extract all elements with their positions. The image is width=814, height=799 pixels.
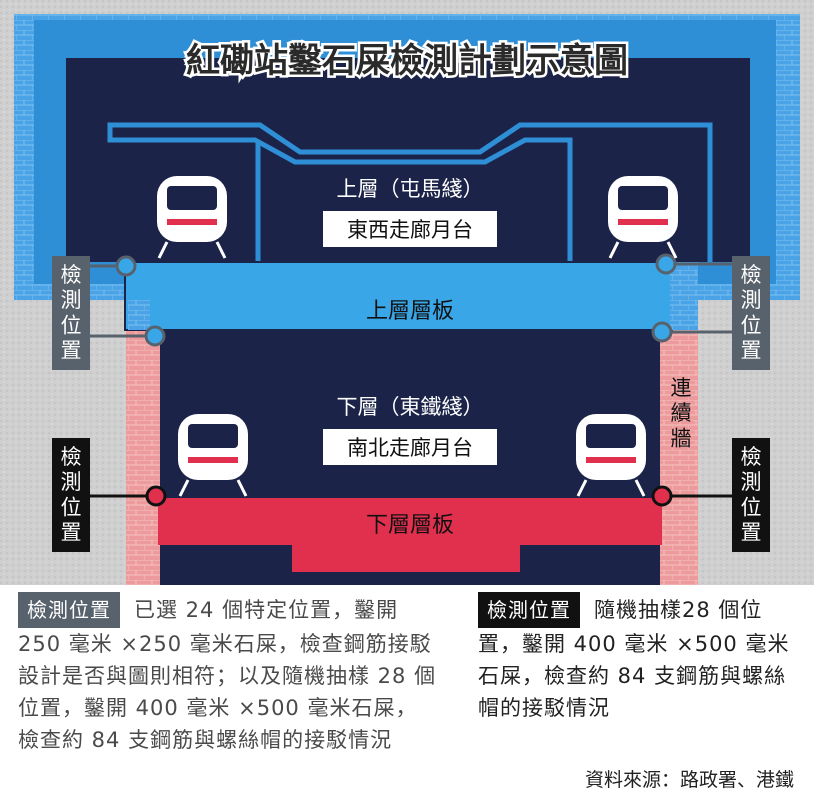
inspect-tag-upper-left [52, 256, 90, 370]
inspect-tag-lower-left [52, 438, 90, 552]
legend-black: 檢測位置隨機抽樣28 個位置，鑿開 400 毫米 ×500 毫米石屎，檢查約 8… [478, 592, 798, 724]
lower-slab-label: 下層層板 [366, 513, 454, 538]
inspect-label-upper-right: 檢測位置 [741, 263, 762, 363]
train-icon [178, 414, 248, 497]
legend-grey-desc: 已選 24 個特定位置，鑿開 250 毫米 ×250 毫米石屎，檢查鋼筋接駁設計… [18, 598, 437, 752]
inspect-point [145, 485, 167, 507]
diagram-title: 紅磡站鑿石屎檢測計劃示意圖 [186, 41, 628, 81]
legend-grey: 檢測位置已選 24 個特定位置，鑿開 250 毫米 ×250 毫米石屎，檢查鋼筋… [18, 592, 438, 756]
lower-wall-right [660, 330, 698, 585]
inspect-point [651, 485, 673, 507]
train-icon [576, 414, 646, 497]
lower-platform-label: 南北走廊月台 [347, 436, 473, 460]
upper-level-label: 上層（屯馬綫） [337, 177, 484, 201]
inspect-point [144, 325, 166, 347]
train-icon [157, 176, 227, 259]
legend-black-tag: 檢測位置 [478, 592, 580, 628]
upper-slab-label: 上層層板 [366, 299, 454, 324]
upper-platform-label: 東西走廊月台 [347, 218, 473, 242]
source-credit: 資料來源：路政署、港鐵 [584, 769, 794, 791]
train-icon [608, 176, 678, 259]
lower-level-label: 下層（東鐵綫） [337, 395, 484, 419]
inspect-point [651, 321, 673, 343]
lower-slab [158, 498, 662, 572]
inspect-label-upper-left: 檢測位置 [61, 263, 82, 363]
connecting-wall-label: 連續牆 [671, 376, 692, 450]
legend-grey-tag: 檢測位置 [18, 592, 120, 628]
inspect-tag-lower-right [732, 438, 770, 552]
inspect-tag-upper-right [732, 256, 770, 370]
station-diagram: 紅磡站鑿石屎檢測計劃示意圖 上層（屯馬綫） 東西走廊月台 上層層板 下層（東鐵綫… [0, 0, 814, 585]
inspect-label-lower-left: 檢測位置 [61, 445, 82, 545]
inspect-point [115, 255, 137, 277]
legend-black-desc: 隨機抽樣28 個位置，鑿開 400 毫米 ×500 毫米石屎，檢查約 84 支鋼… [478, 598, 790, 720]
inspect-label-lower-right: 檢測位置 [741, 445, 762, 545]
lower-wall-left [126, 330, 160, 585]
inspect-point [655, 253, 677, 275]
